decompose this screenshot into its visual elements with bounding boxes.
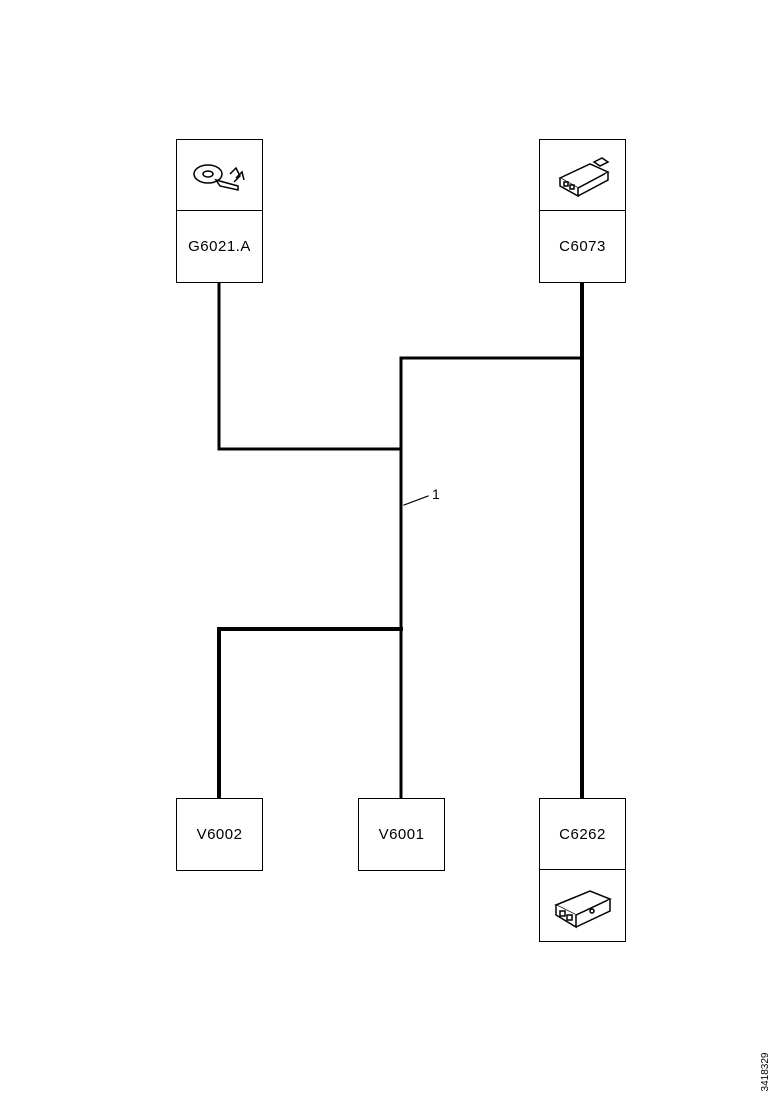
connector-plug-icon <box>539 139 626 212</box>
component-c6073-label-box <box>539 210 626 283</box>
component-v6002-label: V6002 <box>196 826 243 843</box>
component-c6262-label: C6262 <box>559 826 606 843</box>
connector-plug-icon <box>539 869 626 942</box>
component-g6021a-icon-box <box>176 139 263 212</box>
component-v6001-label: V6001 <box>378 826 425 843</box>
component-g6021a-label-box <box>176 210 263 283</box>
component-v6002-box <box>176 798 263 871</box>
wire-g6021a <box>217 280 403 451</box>
ring-terminal-icon <box>176 139 263 212</box>
wire-v6002 <box>217 627 403 800</box>
component-g6021a-label: G6021.A <box>188 238 251 255</box>
component-v6001-box <box>358 798 445 871</box>
callout-leader <box>403 495 429 506</box>
callout-label: 1 <box>432 486 440 502</box>
component-c6073-label: C6073 <box>559 238 606 255</box>
component-c6262-label-box <box>539 798 626 871</box>
document-id: 3418329 <box>759 1052 771 1092</box>
